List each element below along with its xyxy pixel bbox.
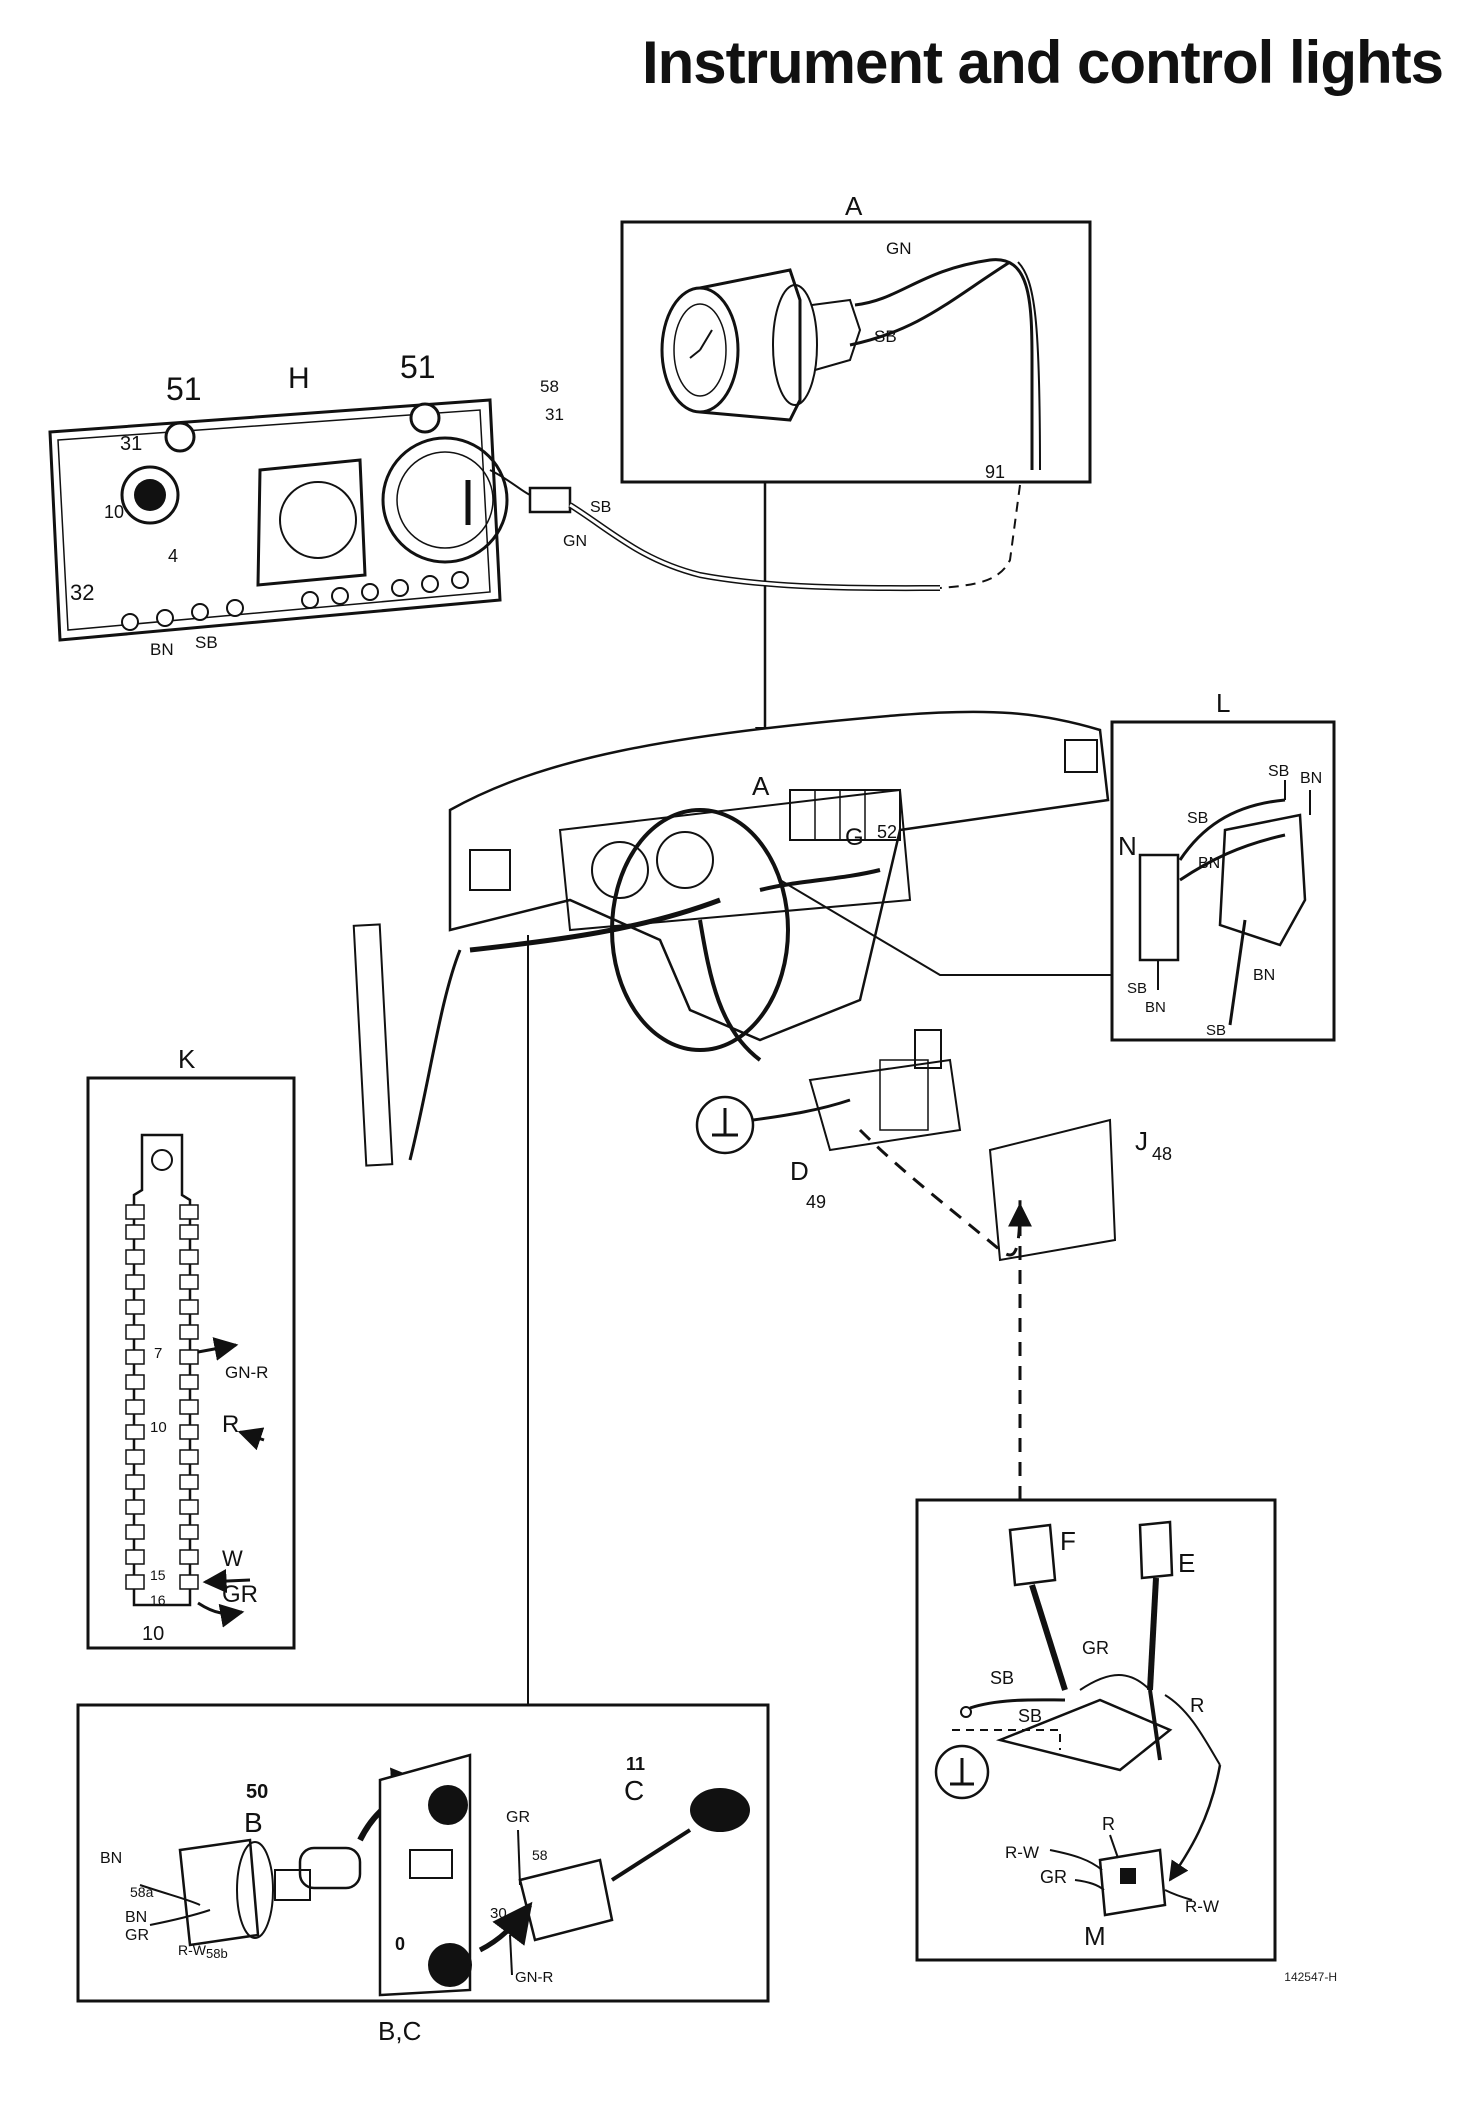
label-gn-r-c: GN-R <box>515 1969 553 1986</box>
fuse-strip-small <box>352 923 394 1167</box>
label-sb-connector: SB <box>590 499 611 516</box>
callout-j: J <box>1135 1126 1148 1156</box>
label-50: 50 <box>246 1781 268 1803</box>
label-58-c: 58 <box>532 1847 548 1863</box>
label-31-right: 31 <box>545 405 564 424</box>
callout-e: E <box>1178 1548 1195 1578</box>
callout-b: B <box>244 1807 263 1838</box>
line-dash-to-l <box>779 879 1112 976</box>
connector-plug <box>528 486 572 514</box>
label-bn-l2: BN <box>1198 855 1220 872</box>
label-gr-m: GR <box>1040 1867 1067 1887</box>
label-sb-l1: SB <box>1268 763 1289 780</box>
label-gr-fe: GR <box>1082 1638 1109 1658</box>
inset-l-switch: L N SB BN SB BN SB BN BN SB <box>1110 688 1336 1042</box>
label-4: 4 <box>168 546 178 566</box>
label-51-left: 51 <box>166 371 202 407</box>
label-rw-b: R-W <box>178 1942 207 1958</box>
label-31-left: 31 <box>120 433 142 455</box>
label-gn-r-fuse: GN-R <box>225 1363 268 1382</box>
label-gn-connector: GN <box>563 533 587 550</box>
switch-c <box>518 1858 614 1942</box>
callout-bc: B,C <box>378 2016 421 2046</box>
callout-h: H <box>288 362 310 395</box>
label-gr-c: GR <box>506 1809 530 1826</box>
document-number: 142547-H <box>1284 1970 1337 1984</box>
callout-m: M <box>1084 1921 1106 1951</box>
inset-fem-gear-switch: F E SB GR SB R M R-W R GR R-W <box>915 1498 1277 1962</box>
label-bn-l3: BN <box>1145 999 1166 1016</box>
callout-k: K <box>178 1044 196 1074</box>
label-bn-panel: BN <box>150 640 174 659</box>
bulb-51-right <box>409 402 441 434</box>
label-gr-fuse: GR <box>222 1581 258 1608</box>
callout-c: C <box>624 1775 644 1806</box>
label-11: 11 <box>626 1754 645 1774</box>
label-rw-m1: R-W <box>1005 1843 1039 1862</box>
bulb-51-left <box>164 421 196 453</box>
inset-bc-switches: B,C 50 B BN 58a BN GR R-W 58b 0 11 C GR … <box>76 1703 770 2046</box>
inset-h-instrument-panel: 51 H 51 58 31 31 10 4 32 BN SB SB GN <box>48 349 941 659</box>
label-fuse-16: 16 <box>150 1592 166 1608</box>
label-sb: SB <box>874 327 897 346</box>
label-fuse-10: 10 <box>150 1419 167 1436</box>
label-sb-l3: SB <box>1127 980 1147 997</box>
label-bn-l1: BN <box>1300 770 1322 787</box>
label-fuse-15: 15 <box>150 1567 166 1583</box>
callout-l: L <box>1216 688 1230 718</box>
label-sb-l2: SB <box>1187 810 1208 827</box>
dashboard-illustration: A G 52 D 49 J 48 <box>352 710 1172 1705</box>
dashed-wire-j <box>858 1128 1022 1257</box>
inset-k-fuse-block: K 7 10 15 16 10 GN-R R W <box>86 1044 296 1650</box>
label-0: 0 <box>395 1934 405 1954</box>
label-bn-l4: BN <box>1253 967 1275 984</box>
label-sb-f2: SB <box>1018 1706 1042 1726</box>
label-91: 91 <box>985 462 1005 482</box>
component-n <box>1138 853 1180 962</box>
label-r-m: R <box>1102 1814 1115 1834</box>
label-10-panel: 10 <box>104 502 124 522</box>
label-58b: 58b <box>206 1946 228 1961</box>
callout-g: G <box>845 824 864 851</box>
rheostat-b <box>178 1838 260 1947</box>
label-sb-l4: SB <box>1206 1022 1226 1039</box>
label-w-fuse: W <box>222 1546 243 1571</box>
label-49: 49 <box>806 1192 826 1212</box>
label-sb-f1: SB <box>990 1668 1014 1688</box>
label-bn-b1: BN <box>100 1850 122 1867</box>
inset-a-gauge: GN SB 91 A <box>620 191 1092 747</box>
dashed-wire-91 <box>939 484 1021 589</box>
callout-n: N <box>1118 831 1137 861</box>
label-30: 30 <box>490 1905 507 1922</box>
component-l-body <box>1218 813 1307 947</box>
label-52: 52 <box>877 822 897 842</box>
label-fuse-7: 7 <box>154 1345 162 1362</box>
label-bn-b2: BN <box>125 1909 147 1926</box>
label-block-10: 10 <box>142 1623 164 1645</box>
label-sb-panel: SB <box>195 633 218 652</box>
label-r-fe: R <box>1190 1695 1204 1717</box>
label-gn: GN <box>886 239 912 258</box>
page-title: Instrument and control lights <box>641 29 1444 96</box>
label-58: 58 <box>540 377 559 396</box>
callout-f: F <box>1060 1526 1076 1556</box>
callout-d: D <box>790 1156 809 1186</box>
label-gr-b: GR <box>125 1927 149 1944</box>
label-48: 48 <box>1152 1144 1172 1164</box>
label-51-right: 51 <box>400 349 436 385</box>
callout-a: A <box>845 191 863 221</box>
callout-a-dash: A <box>752 771 770 801</box>
label-32: 32 <box>70 580 94 605</box>
label-rw-m2: R-W <box>1185 1897 1219 1916</box>
label-r-fuse: R <box>222 1411 239 1438</box>
